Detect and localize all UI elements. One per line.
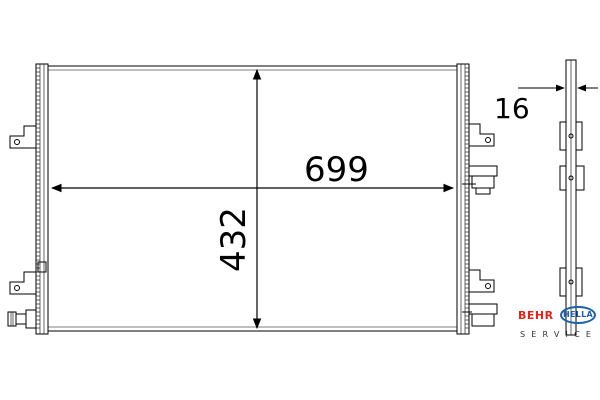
- height-dimension-label: 432: [214, 207, 254, 272]
- right-pipe-fittings: [462, 165, 498, 327]
- hella-oval-logo: HELLA: [560, 306, 596, 324]
- right-header-tank: [456, 63, 470, 335]
- width-dimension-label: 699: [304, 150, 369, 190]
- behr-brand-text: BEHR: [518, 309, 554, 322]
- side-view-profile: [559, 59, 585, 336]
- hella-brand-text: HELLA: [562, 310, 594, 319]
- condenser-core: [47, 65, 458, 332]
- left-header-tank: [35, 63, 49, 335]
- right-mounting-brackets: [469, 123, 495, 293]
- behr-hella-service-logo: BEHR HELLA SERVICE: [518, 306, 598, 346]
- service-tagline: SERVICE: [520, 330, 598, 339]
- thickness-dimension-label: 16: [494, 92, 530, 125]
- left-mounting-brackets: [9, 125, 47, 295]
- left-pipe-fitting: [7, 309, 37, 329]
